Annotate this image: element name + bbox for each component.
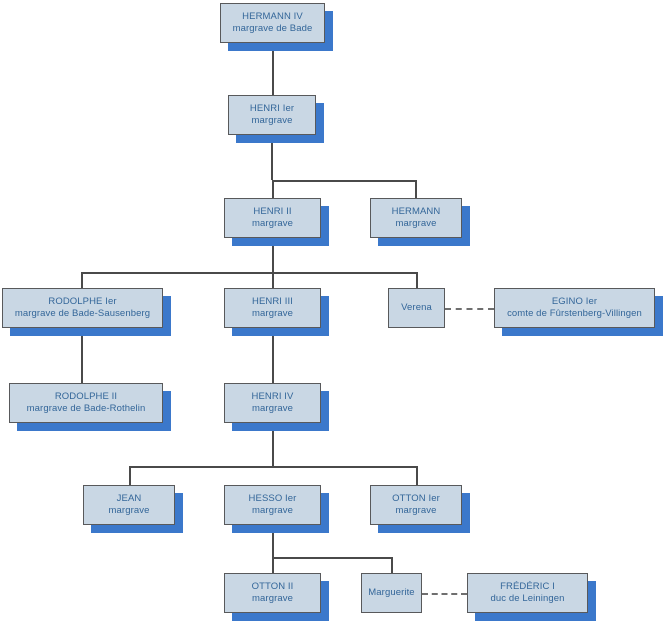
node-label-secondary: margrave bbox=[252, 505, 293, 516]
connector-henri2-split-bar bbox=[81, 272, 417, 274]
connector-henri1-split-bar bbox=[272, 180, 417, 182]
node-label-primary: OTTON Ier bbox=[392, 493, 440, 504]
connector-henri2-down bbox=[272, 238, 274, 288]
node-label-secondary: margrave bbox=[252, 218, 293, 229]
connector-marguerite-frederic1 bbox=[422, 593, 467, 595]
node-label-primary: HENRI III bbox=[251, 296, 293, 307]
connector-hesso1-down bbox=[272, 525, 274, 559]
node-label-secondary: margrave bbox=[252, 403, 293, 414]
connector-hesso1-split-bar bbox=[272, 557, 391, 559]
node-label-secondary: margrave bbox=[252, 308, 293, 319]
connector-to-otton1 bbox=[416, 466, 418, 485]
node-label-secondary: margrave de Bade-Rothelin bbox=[26, 403, 146, 414]
connector-henri3-henri4 bbox=[272, 328, 274, 383]
node-label-secondary: margrave bbox=[108, 505, 150, 516]
node-label-primary: HERMANN IV bbox=[242, 11, 303, 22]
connector-henri1-to-hermann bbox=[415, 180, 417, 198]
node-label-primary: OTTON II bbox=[251, 581, 294, 592]
node-label-primary: HENRI Ier bbox=[249, 103, 295, 114]
node-label-primary: RODOLPHE Ier bbox=[48, 296, 117, 307]
connector-henri1-down bbox=[271, 135, 273, 180]
node-label-primary: HERMANN bbox=[391, 206, 441, 217]
connector-to-otton2 bbox=[272, 557, 274, 573]
node-marguerite[interactable]: Marguerite bbox=[361, 573, 422, 613]
node-label-primary: HENRI IV bbox=[251, 391, 294, 402]
connector-henri4-split-bar bbox=[129, 466, 417, 468]
node-verena[interactable]: Verena bbox=[388, 288, 445, 328]
connector-henri4-down bbox=[272, 423, 274, 468]
node-label-secondary: margrave de Bade bbox=[232, 23, 313, 34]
node-label-secondary: comte de Fûrstenberg-Villingen bbox=[507, 308, 642, 319]
connector-rodolphe1-rodolphe2 bbox=[81, 328, 83, 383]
node-label-secondary: margrave bbox=[251, 115, 293, 126]
connector-henri1-to-henri2 bbox=[272, 180, 274, 198]
connector-to-rodolphe1 bbox=[81, 272, 83, 288]
node-label-primary: Verena bbox=[401, 302, 432, 313]
node-label-secondary: margrave de Bade-Sausenberg bbox=[14, 308, 151, 319]
node-label-primary: JEAN bbox=[116, 493, 142, 504]
node-label-secondary: margrave bbox=[395, 218, 437, 229]
node-label-secondary: margrave bbox=[395, 505, 437, 516]
connector-to-jean bbox=[129, 466, 131, 485]
node-label-primary: FRÉDÉRIC I bbox=[500, 581, 555, 592]
node-label-primary: EGINO Ier bbox=[551, 296, 598, 307]
connector-hermann4-henri1 bbox=[272, 43, 274, 95]
node-label-primary: HESSO Ier bbox=[248, 493, 297, 504]
node-label-primary: HENRI II bbox=[253, 206, 292, 217]
node-label-secondary: margrave bbox=[252, 593, 293, 604]
node-label-primary: Marguerite bbox=[368, 587, 415, 598]
connector-to-verena bbox=[416, 272, 418, 288]
node-label-secondary: duc de Leiningen bbox=[490, 593, 565, 604]
connector-verena-egino1 bbox=[445, 308, 494, 310]
node-label-primary: RODOLPHE II bbox=[54, 391, 118, 402]
connector-to-marguerite bbox=[391, 557, 393, 573]
